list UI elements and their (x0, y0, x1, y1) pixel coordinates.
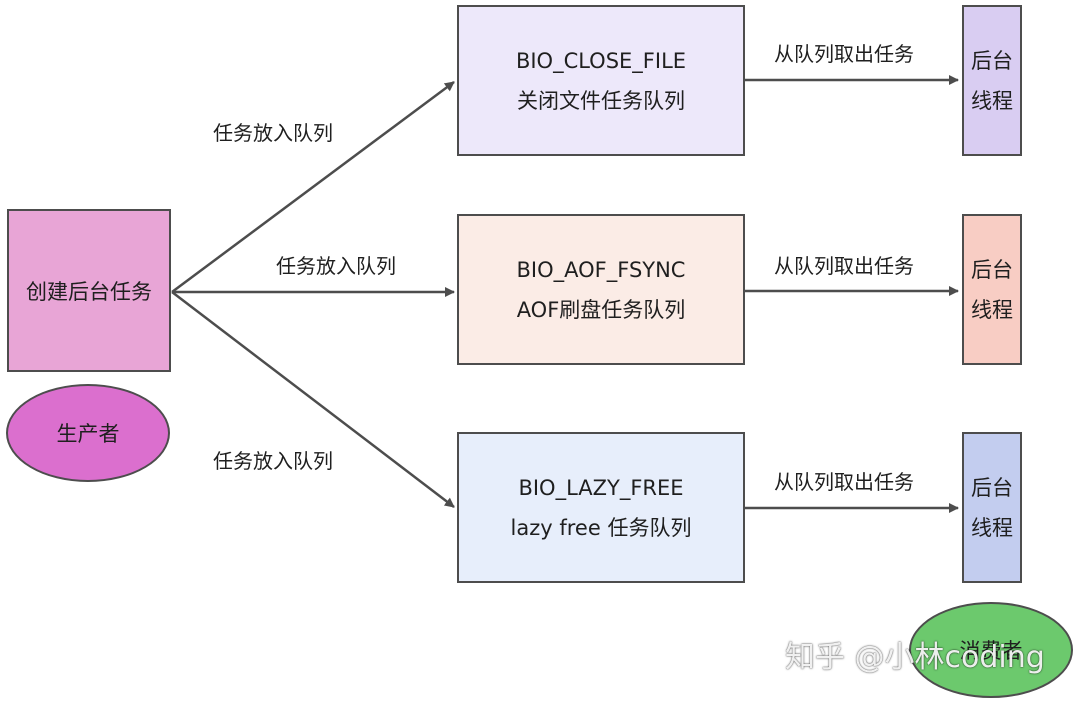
thread-label-line2: 线程 (971, 88, 1013, 113)
queue-box-close-file: BIO_CLOSE_FILE 关闭文件任务队列 (457, 5, 745, 156)
producer-role-ellipse: 生产者 (6, 384, 170, 482)
queue-name-lazy-free: BIO_LAZY_FREE (518, 475, 684, 500)
thread-label-line1: 后台 (971, 475, 1013, 500)
thread-label-line2: 线程 (971, 515, 1013, 540)
queue-desc-close-file: 关闭文件任务队列 (517, 88, 685, 113)
background-thread-lazy-free: 后台 线程 (962, 432, 1022, 583)
producer-task-label: 创建后台任务 (26, 279, 152, 304)
thread-label-line2: 线程 (971, 297, 1013, 322)
queue-desc-aof-fsync: AOF刷盘任务队列 (516, 297, 686, 322)
producer-task-box: 创建后台任务 (7, 209, 171, 372)
queue-name-aof-fsync: BIO_AOF_FSYNC (516, 257, 686, 282)
queue-box-lazy-free: BIO_LAZY_FREE lazy free 任务队列 (457, 432, 745, 583)
dequeue-label-close-file: 从队列取出任务 (774, 42, 914, 66)
enqueue-label-aof-fsync: 任务放入队列 (276, 254, 396, 278)
thread-label-line1: 后台 (971, 48, 1013, 73)
dequeue-label-aof-fsync: 从队列取出任务 (774, 254, 914, 278)
background-thread-aof-fsync: 后台 线程 (962, 214, 1022, 365)
watermark-text: 知乎 @小林coding (785, 640, 1045, 675)
dequeue-label-lazy-free: 从队列取出任务 (774, 470, 914, 494)
enqueue-arrow-close-file (171, 80, 455, 294)
consumer-role-ellipse: 消费者 (909, 602, 1073, 698)
enqueue-label-close-file: 任务放入队列 (213, 121, 333, 145)
queue-box-aof-fsync: BIO_AOF_FSYNC AOF刷盘任务队列 (457, 214, 745, 365)
enqueue-label-lazy-free: 任务放入队列 (213, 449, 333, 473)
queue-name-close-file: BIO_CLOSE_FILE (515, 48, 687, 73)
producer-role-label: 生产者 (56, 422, 120, 446)
queue-desc-lazy-free: lazy free 任务队列 (510, 515, 692, 540)
consumer-role-label: 消费者 (959, 639, 1023, 663)
enqueue-arrow-lazy-free (171, 291, 455, 508)
thread-label-line1: 后台 (971, 257, 1013, 282)
background-thread-close-file: 后台 线程 (962, 5, 1022, 156)
